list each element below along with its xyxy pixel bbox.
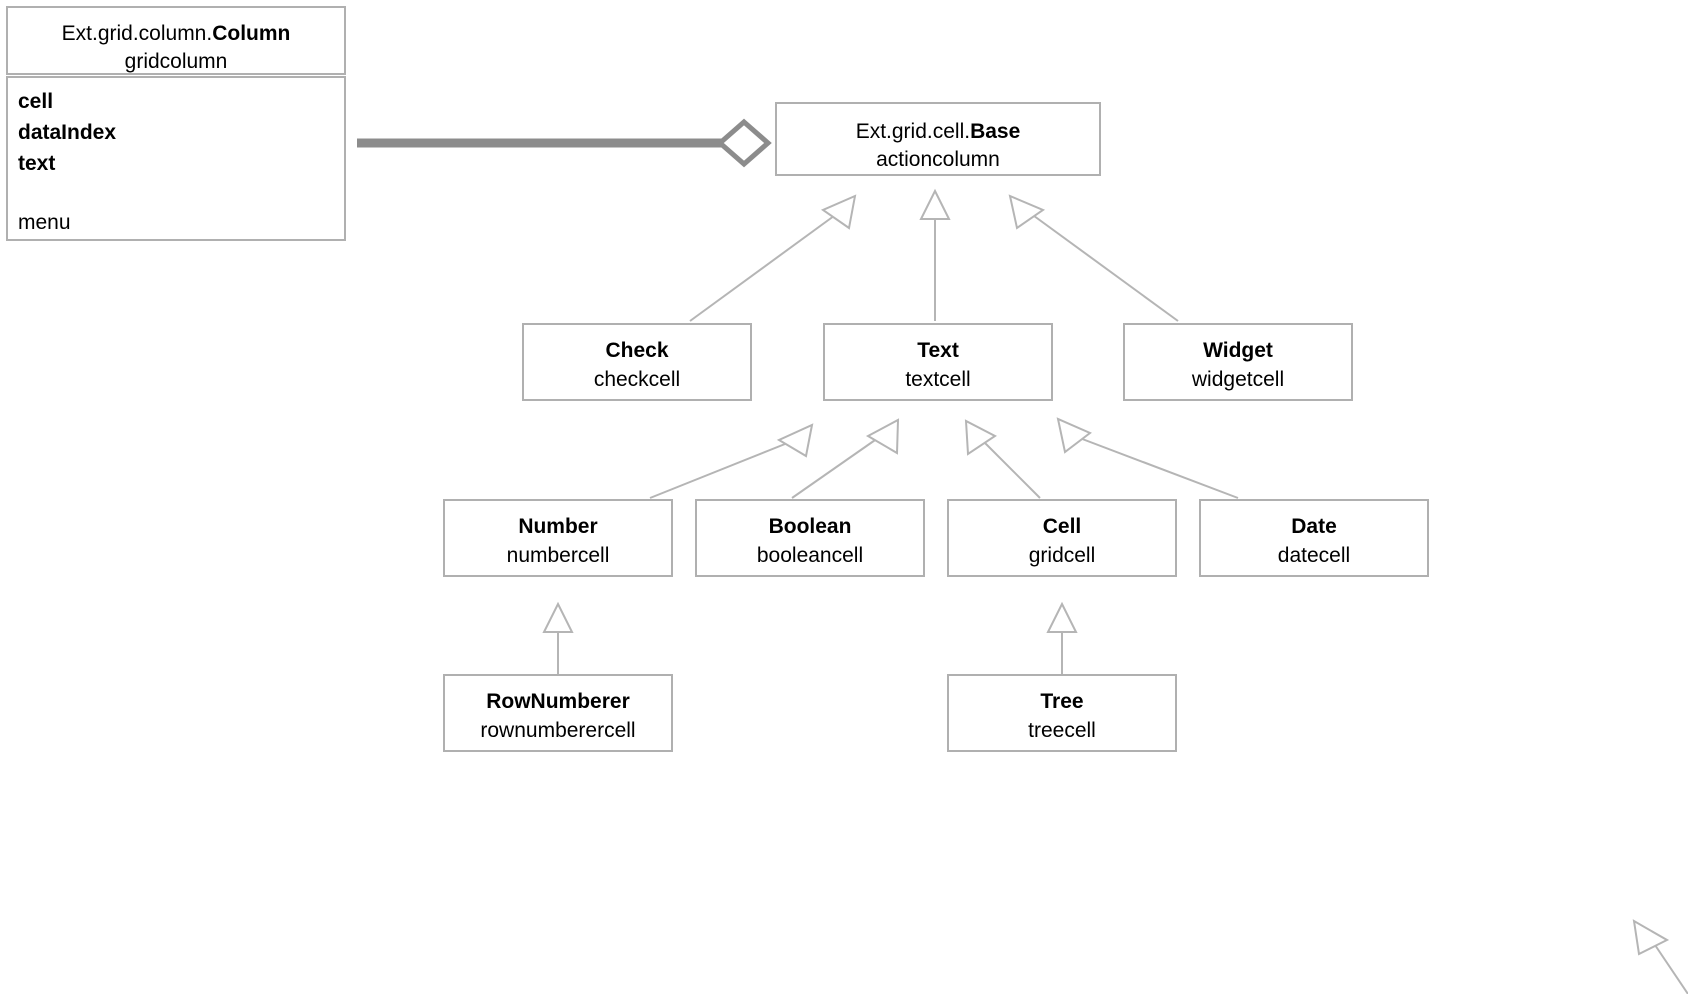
class-box-base[interactable]: Ext.grid.cell.Base actioncolumn xyxy=(775,102,1101,176)
class-box-tree-alias: treecell xyxy=(1028,719,1096,742)
class-attribute-menu: menu xyxy=(18,211,71,234)
class-box-tree-title: Tree xyxy=(1040,690,1083,713)
inheritance-edge-rownumberer-number xyxy=(542,601,574,677)
inheritance-edge-text-base xyxy=(919,188,951,321)
class-box-text-title: Text xyxy=(917,339,959,362)
class-box-date-rect xyxy=(1199,499,1429,577)
class-box-text-alias: textcell xyxy=(905,368,970,391)
class-box-column-namespace: Ext.grid.column. xyxy=(62,22,213,45)
class-box-rownumberer-title: RowNumberer xyxy=(486,690,630,713)
inheritance-edge-widget-base xyxy=(1008,194,1179,322)
inheritance-edge-tree-cell xyxy=(1046,601,1078,677)
inheritance-edge-number-text xyxy=(649,423,814,499)
inheritance-arrowhead-icon xyxy=(820,194,857,230)
class-box-column-header-rect xyxy=(6,6,346,75)
class-box-number-title: Number xyxy=(518,515,597,538)
inheritance-line xyxy=(1029,212,1179,322)
class-box-boolean-alias: booleancell xyxy=(757,544,863,567)
class-box-column-name: Column xyxy=(212,22,290,45)
class-attribute-dataindex: dataIndex xyxy=(18,121,116,144)
class-box-widget-rect xyxy=(1123,323,1353,401)
inheritance-edge-check-base xyxy=(689,194,857,322)
aggregation-connector-column-base xyxy=(357,118,772,168)
inheritance-arrowhead-icon xyxy=(964,419,997,456)
class-box-check-title: Check xyxy=(605,339,668,362)
class-box-column[interactable]: Ext.grid.column.Column gridcolumn cell d… xyxy=(6,6,346,241)
class-box-rownumberer-alias: rownumberercell xyxy=(480,719,635,742)
inheritance-arrowhead-icon xyxy=(865,418,900,455)
class-box-column-alias: gridcolumn xyxy=(125,50,228,73)
clipped-inheritance-edge-bottom-right xyxy=(1632,919,1688,994)
class-box-tree[interactable]: Tree treecell xyxy=(947,674,1177,752)
class-box-number-rect xyxy=(443,499,673,577)
inheritance-line xyxy=(649,441,791,499)
class-box-column-body-rect xyxy=(6,76,346,241)
inheritance-line xyxy=(689,212,839,322)
class-attribute-cell: cell xyxy=(18,90,53,113)
class-box-base-title: Ext.grid.cell.Base xyxy=(856,120,1021,143)
inheritance-line xyxy=(1076,436,1239,499)
class-attribute-text: text xyxy=(18,152,55,175)
class-box-boolean-title: Boolean xyxy=(769,515,852,538)
class-box-base-namespace: Ext.grid.cell. xyxy=(856,120,970,143)
inheritance-arrowhead-icon xyxy=(1056,417,1092,454)
inheritance-arrowhead-icon xyxy=(776,423,814,458)
inheritance-edge-cell-text xyxy=(964,419,1041,499)
inheritance-arrowhead-icon xyxy=(1008,194,1046,230)
class-box-cell-rect xyxy=(947,499,1177,577)
class-box-check[interactable]: Check checkcell xyxy=(522,323,752,401)
inheritance-line xyxy=(1654,944,1688,994)
inheritance-line xyxy=(982,440,1041,499)
class-box-check-alias: checkcell xyxy=(594,368,680,391)
class-box-base-rect xyxy=(775,102,1101,176)
class-box-cell-title: Cell xyxy=(1043,515,1082,538)
class-box-column-title: Ext.grid.column.Column xyxy=(62,22,291,45)
class-box-widget-title: Widget xyxy=(1203,339,1273,362)
class-box-boolean[interactable]: Boolean booleancell xyxy=(695,499,925,577)
class-box-base-alias: actioncolumn xyxy=(876,148,1000,171)
class-box-text[interactable]: Text textcell xyxy=(823,323,1053,401)
class-box-date[interactable]: Date datecell xyxy=(1199,499,1429,577)
class-box-widget-alias: widgetcell xyxy=(1191,368,1284,391)
inheritance-line xyxy=(791,437,879,499)
aggregation-diamond-icon xyxy=(716,118,772,168)
class-box-widget[interactable]: Widget widgetcell xyxy=(1123,323,1353,401)
class-box-number-alias: numbercell xyxy=(507,544,610,567)
inheritance-edge-date-text xyxy=(1056,417,1239,499)
class-box-rownumberer-rect xyxy=(443,674,673,752)
inheritance-arrowhead-icon xyxy=(1046,601,1078,633)
class-box-date-alias: datecell xyxy=(1278,544,1350,567)
class-box-text-rect xyxy=(823,323,1053,401)
inheritance-edge-boolean-text xyxy=(791,418,900,499)
class-box-cell[interactable]: Cell gridcell xyxy=(947,499,1177,577)
inheritance-arrowhead-icon xyxy=(1632,919,1670,956)
class-box-rownumberer[interactable]: RowNumberer rownumberercell xyxy=(443,674,673,752)
class-box-number[interactable]: Number numbercell xyxy=(443,499,673,577)
class-box-base-name: Base xyxy=(970,120,1020,143)
class-box-date-title: Date xyxy=(1291,515,1337,538)
class-box-cell-alias: gridcell xyxy=(1029,544,1096,567)
inheritance-arrowhead-icon xyxy=(542,601,574,633)
class-box-check-rect xyxy=(522,323,752,401)
inheritance-arrowhead-icon xyxy=(919,188,951,220)
class-box-tree-rect xyxy=(947,674,1177,752)
class-box-boolean-rect xyxy=(695,499,925,577)
